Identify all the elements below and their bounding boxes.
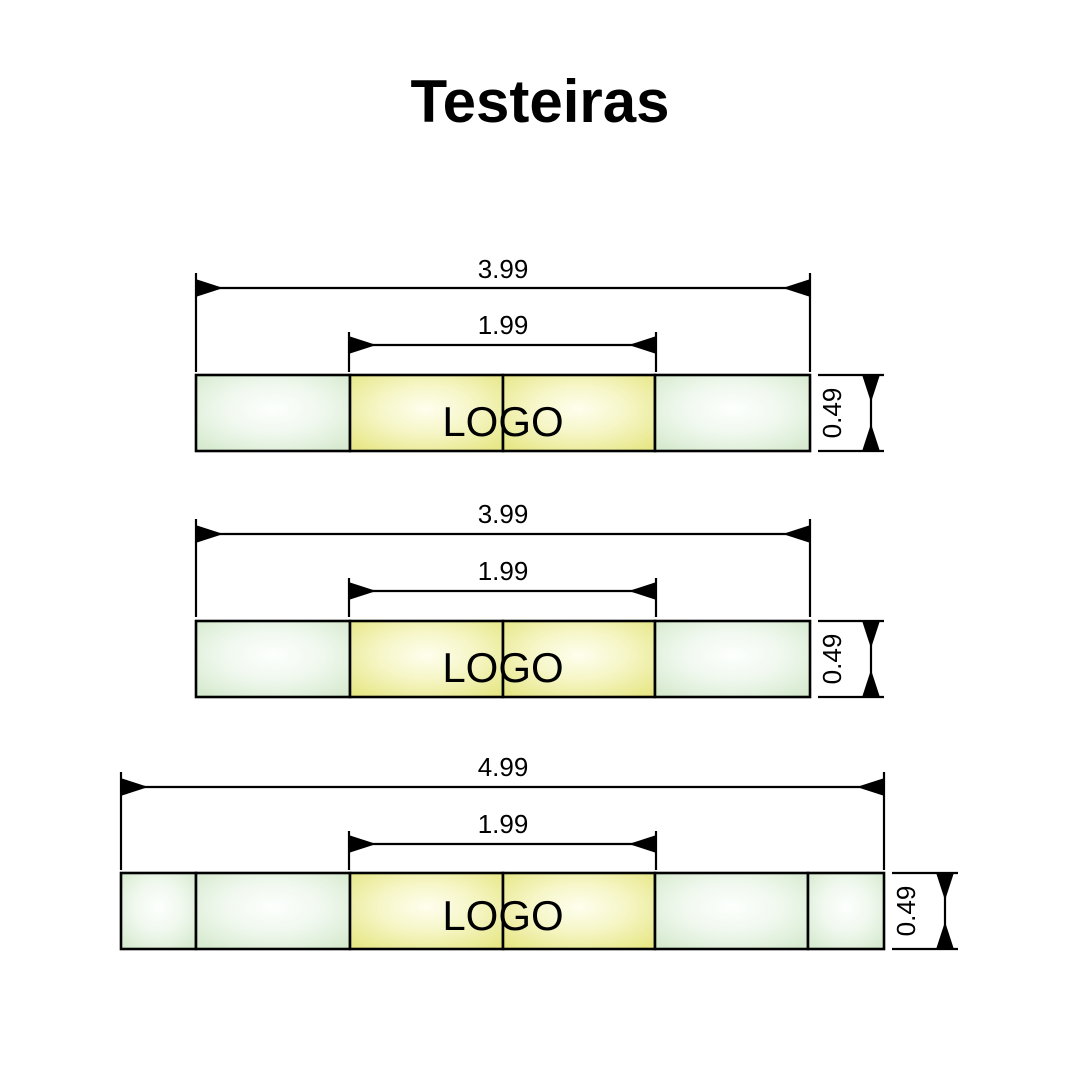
assembly-1-bar: LOGO [194, 373, 812, 453]
assembly-1-height-label: 0.49 [817, 388, 847, 439]
assembly-3-overall-dimension: 4.99 [119, 752, 886, 870]
assembly-1-logo-dimension: 1.99 [347, 310, 658, 372]
assembly-3-segment-5 [653, 871, 810, 951]
assembly-2: 3.99 1.99 LOGO 0.49 [194, 499, 884, 699]
assembly-1: 3.99 1.99 LOGO 0.49 [194, 254, 884, 453]
assembly-1-logo-span-label: 1.99 [478, 310, 529, 340]
assembly-2-logo-dimension: 1.99 [347, 556, 658, 617]
assembly-3-logo-text: LOGO [442, 892, 563, 939]
assembly-3-logo-span-label: 1.99 [478, 809, 529, 839]
assembly-3-segment-2 [194, 871, 352, 951]
assembly-2-logo-text: LOGO [442, 644, 563, 691]
assembly-2-height-label: 0.49 [817, 634, 847, 685]
assembly-1-height-dimension: 0.49 [817, 373, 884, 453]
assembly-3-height-dimension: 0.49 [891, 871, 958, 951]
assembly-1-segment-4 [653, 373, 812, 453]
assembly-1-logo-text: LOGO [442, 398, 563, 445]
assembly-3: 4.99 1.99 LOGO 0.49 [119, 752, 958, 951]
page-title: Testeiras [410, 68, 670, 135]
assembly-3-segment-4 [501, 871, 657, 951]
assembly-3-overall-length-label: 4.99 [478, 752, 529, 782]
assembly-3-segment-6 [806, 871, 886, 951]
assembly-2-overall-length-label: 3.99 [478, 499, 529, 529]
assembly-2-overall-dimension: 3.99 [194, 499, 812, 617]
assembly-2-segment-3 [501, 619, 657, 699]
assembly-1-segment-1 [194, 373, 352, 453]
assembly-1-segment-2 [348, 373, 505, 453]
assembly-1-overall-dimension: 3.99 [194, 254, 812, 372]
assembly-2-segment-4 [653, 619, 812, 699]
assembly-3-height-label: 0.49 [891, 886, 921, 937]
assembly-1-overall-length-label: 3.99 [478, 254, 529, 284]
assembly-3-segment-1 [119, 871, 198, 951]
assembly-3-segment-3 [348, 871, 505, 951]
assembly-2-segment-2 [348, 619, 505, 699]
assembly-2-height-dimension: 0.49 [817, 619, 884, 699]
assembly-3-logo-dimension: 1.99 [347, 809, 658, 870]
assembly-2-logo-span-label: 1.99 [478, 556, 529, 586]
assembly-2-bar: LOGO [194, 619, 812, 699]
assembly-2-segment-1 [194, 619, 352, 699]
assembly-3-bar: LOGO [119, 871, 886, 951]
assembly-1-segment-3 [501, 373, 657, 453]
